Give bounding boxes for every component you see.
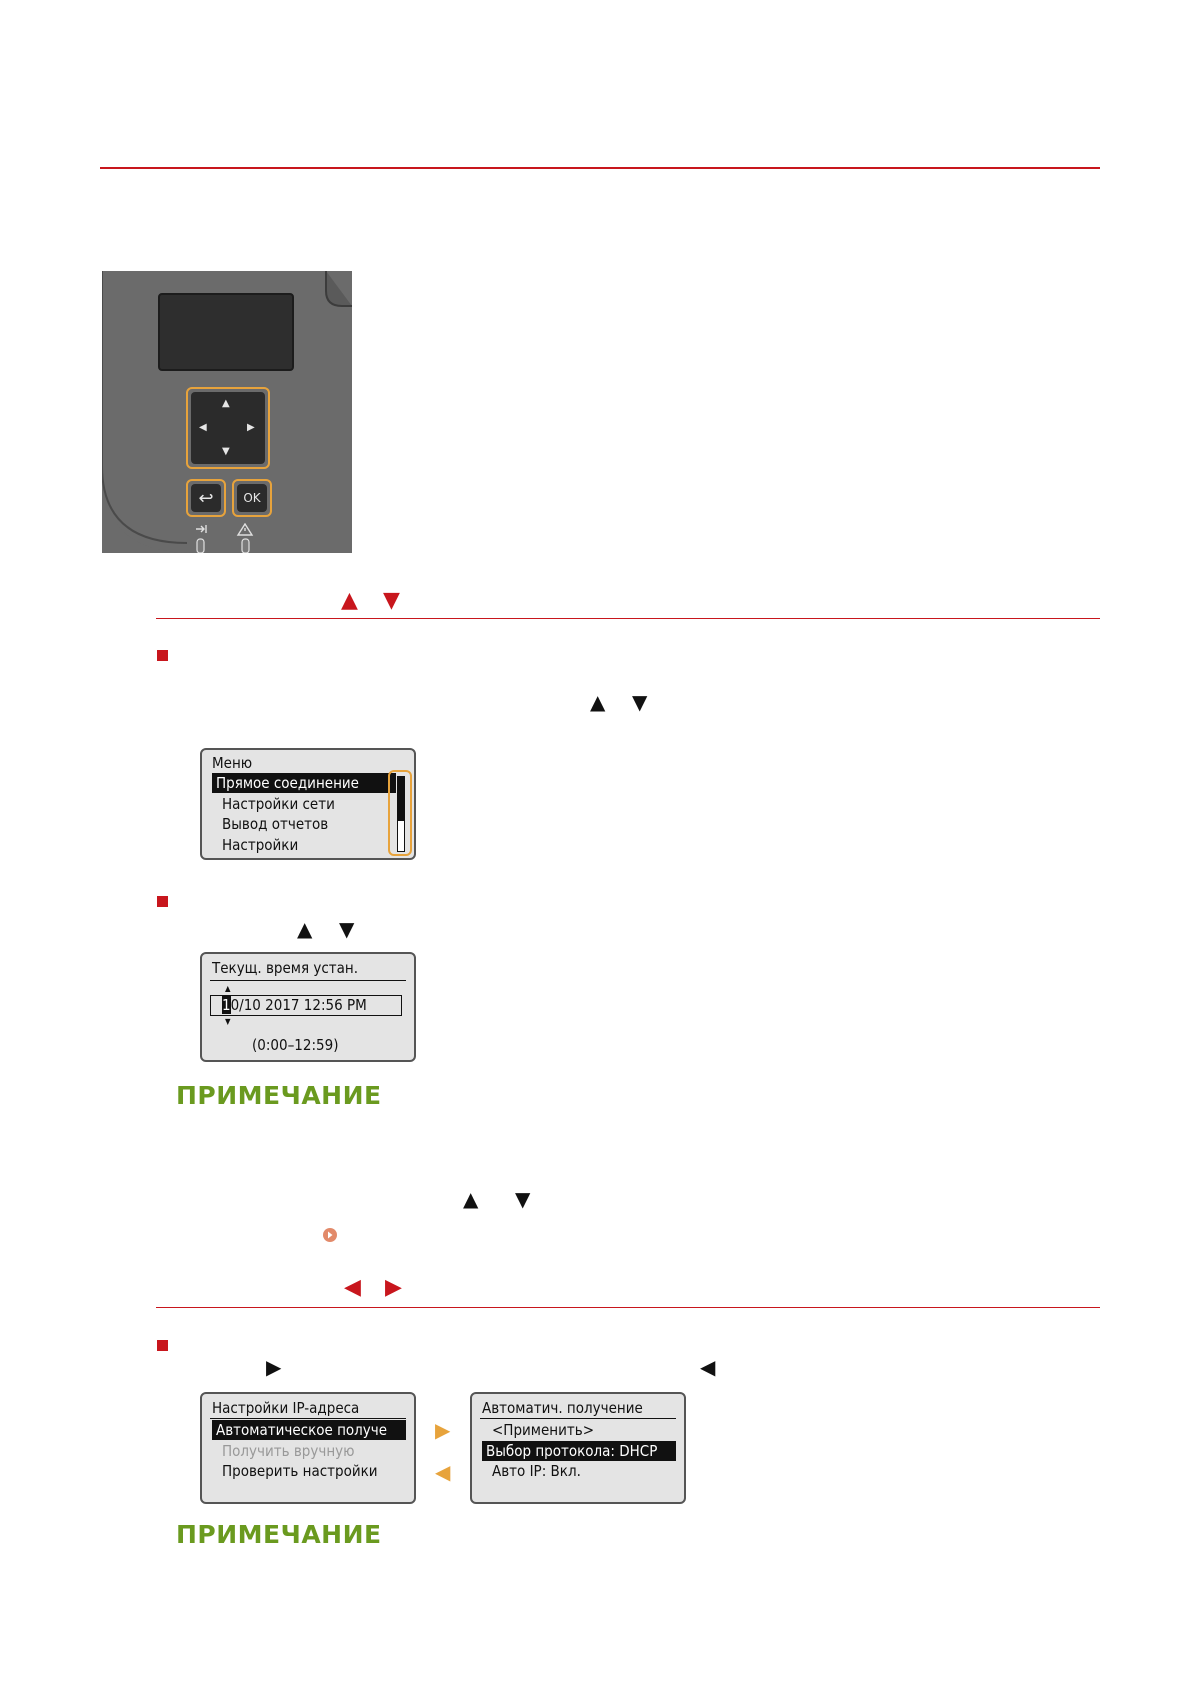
lcd-ip-title: Настройки IP-адреса: [212, 1399, 360, 1417]
lcd-title-underline: [210, 1418, 406, 1419]
dpad[interactable]: ▲ ▼ ◀ ▶: [191, 392, 265, 464]
cursor-up-icon: ▲: [225, 984, 231, 993]
dpad-down-icon[interactable]: ▼: [222, 446, 230, 457]
lcd-ip-item[interactable]: Проверить настройки: [222, 1462, 378, 1480]
lcd-menu-title: Меню: [212, 754, 253, 772]
right-arrow-orange-icon: ▶: [435, 1418, 451, 1442]
subsection-marker: [157, 896, 168, 907]
error-indicator-icon: [236, 523, 254, 536]
left-arrow-icon: ◀: [700, 1355, 716, 1379]
back-button-highlight: ↩: [186, 479, 226, 517]
control-panel-illustration: ▲ ▼ ◀ ▶ ↩ OK: [102, 271, 352, 553]
dpad-right-icon[interactable]: ▶: [247, 422, 255, 433]
lcd-menu-item[interactable]: Настройки: [222, 836, 299, 854]
ok-label: OK: [243, 491, 261, 505]
dpad-highlight: ▲ ▼ ◀ ▶: [186, 387, 270, 469]
time-value: 0/10 2017 12:56 PM: [230, 996, 367, 1014]
lcd-menu-item[interactable]: Вывод отчетов: [222, 815, 329, 833]
section-rule-horizontal: [156, 1307, 1100, 1308]
down-arrow-icon: ▼: [339, 917, 355, 941]
lcd-time-title: Текущ. время устан.: [212, 959, 359, 977]
lcd-time-screen: Текущ. время устан. ▲ 10/10 2017 12:56 P…: [200, 952, 416, 1062]
dpad-up-icon[interactable]: ▲: [222, 398, 230, 409]
subsection-marker: [157, 650, 168, 661]
left-arrow-red-icon: ◀: [344, 1275, 361, 1300]
lcd-menu-screen: Меню Прямое соединение Настройки сети Вы…: [200, 748, 416, 860]
link-arrow-icon[interactable]: [322, 1227, 338, 1243]
lcd-ip-settings-screen: Настройки IP-адреса Автоматическое получ…: [200, 1392, 416, 1504]
lcd-time-field[interactable]: 10/10 2017 12:56 PM: [210, 995, 402, 1016]
down-arrow-red-icon: ▼: [383, 588, 400, 613]
lcd-menu-item[interactable]: Настройки сети: [222, 795, 335, 813]
scrollbar-thumb[interactable]: [398, 777, 404, 821]
back-icon: ↩: [198, 487, 214, 509]
note-heading: ПРИМЕЧАНИЕ: [176, 1520, 382, 1549]
ok-button[interactable]: OK: [237, 484, 267, 512]
lcd-title-underline: [210, 980, 406, 981]
lcd-auto-item[interactable]: Авто IP: Вкл.: [492, 1462, 581, 1480]
lcd-auto-item-selected[interactable]: Выбор протокола: DHCP: [482, 1441, 676, 1461]
right-arrow-icon: ▶: [266, 1355, 282, 1379]
up-arrow-icon: ▲: [463, 1187, 479, 1211]
ok-button-highlight: OK: [232, 479, 272, 517]
note-heading: ПРИМЕЧАНИЕ: [176, 1081, 382, 1110]
up-arrow-icon: ▲: [297, 917, 313, 941]
lcd-auto-item[interactable]: <Применить>: [492, 1421, 594, 1439]
section-rule-vertical: [156, 618, 1100, 619]
lcd-ip-item-disabled: Получить вручную: [222, 1442, 355, 1460]
back-button[interactable]: ↩: [191, 484, 221, 512]
data-indicator-icon: [196, 525, 207, 533]
lcd-auto-title: Автоматич. получение: [482, 1399, 643, 1417]
up-arrow-icon: ▲: [590, 690, 606, 714]
lcd-time-range: (0:00–12:59): [252, 1036, 339, 1054]
lcd-title-underline: [480, 1418, 676, 1419]
down-arrow-icon: ▼: [515, 1187, 531, 1211]
left-arrow-orange-icon: ◀: [435, 1460, 451, 1484]
indicator-icons: [196, 523, 254, 553]
scrollbar-highlight: [388, 770, 412, 856]
panel-display: [158, 293, 294, 371]
right-arrow-red-icon: ▶: [385, 1275, 402, 1300]
lcd-auto-obtain-screen: Автоматич. получение <Применить> Выбор п…: [470, 1392, 686, 1504]
up-arrow-red-icon: ▲: [341, 588, 358, 613]
header-rule: [100, 167, 1100, 169]
scrollbar[interactable]: [397, 776, 405, 852]
subsection-marker: [157, 1340, 168, 1351]
cursor-down-icon: ▼: [225, 1017, 231, 1026]
down-arrow-icon: ▼: [632, 690, 648, 714]
dpad-left-icon[interactable]: ◀: [199, 422, 207, 433]
time-cursor-digit: 1: [222, 996, 231, 1014]
lcd-menu-item-selected[interactable]: Прямое соединение: [212, 773, 396, 793]
lcd-ip-item-selected[interactable]: Автоматическое получе: [212, 1420, 406, 1440]
